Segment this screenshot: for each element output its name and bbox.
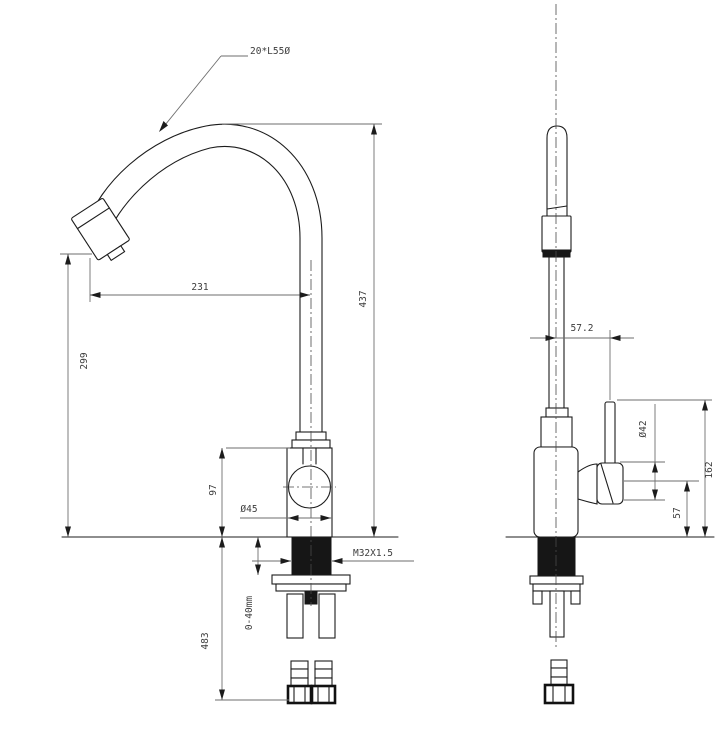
dim-handle-offset: 57.2: [530, 323, 634, 400]
hose-fittings-front: [286, 660, 337, 705]
threaded-shank: [291, 536, 332, 576]
body-diameter-label: Ø45: [240, 504, 257, 515]
dim-spout-tube: 20*L55Ø: [159, 46, 290, 132]
handle-boss: [577, 463, 598, 505]
overall-height-label: 437: [358, 290, 369, 307]
handle-diameter-label: Ø42: [638, 420, 649, 437]
spout-reach-label: 231: [191, 282, 208, 293]
handle-lever-rod: [604, 401, 616, 466]
below-deck-length-label: 483: [200, 632, 211, 649]
dim-body-diameter: Ø45: [240, 504, 332, 521]
supply-hose-left: [286, 593, 304, 639]
dim-outlet-height: 299: [60, 253, 92, 537]
front-dimensions: 20*L55Ø 437 299 231: [60, 46, 414, 701]
dim-handle-diameter: Ø42: [638, 404, 658, 500]
dim-handle-center-height: 57: [672, 481, 690, 537]
dim-below-deck-length: 483: [200, 537, 289, 701]
body-height-label: 97: [208, 484, 219, 495]
front-view: [61, 123, 399, 705]
handle-cap: [596, 462, 624, 505]
outlet-height-label: 299: [79, 352, 90, 369]
dim-spout-reach: 231: [89, 258, 310, 302]
dim-handle-top-height: 162: [702, 400, 715, 537]
mounting-hardware-side: [529, 536, 584, 638]
hose-fitting-side: [543, 659, 575, 705]
dim-overall-height: 437: [222, 123, 382, 537]
dim-mounting-thread: M32X1.5: [252, 548, 414, 564]
faucet-body-front: [286, 431, 333, 538]
dim-body-height: 97: [208, 447, 290, 537]
supply-hose-right: [318, 593, 336, 639]
handle-offset-label: 57.2: [571, 323, 594, 334]
mounting-thread-label: M32X1.5: [353, 548, 393, 559]
dim-deck-thickness: 0-40mm: [244, 537, 261, 630]
handle-top-height-label: 162: [704, 461, 715, 478]
side-view: [505, 4, 715, 705]
handle-center-height-label: 57: [672, 507, 683, 518]
faucet-body-side: [533, 401, 624, 538]
spout-side: [540, 125, 573, 448]
sprayer-head: [71, 198, 130, 262]
side-dimensions: 57.2 Ø42 57 162: [530, 323, 715, 537]
spout-arc: [85, 123, 323, 433]
deck-thickness-label: 0-40mm: [244, 596, 255, 631]
spout-tube-label: 20*L55Ø: [250, 46, 290, 57]
